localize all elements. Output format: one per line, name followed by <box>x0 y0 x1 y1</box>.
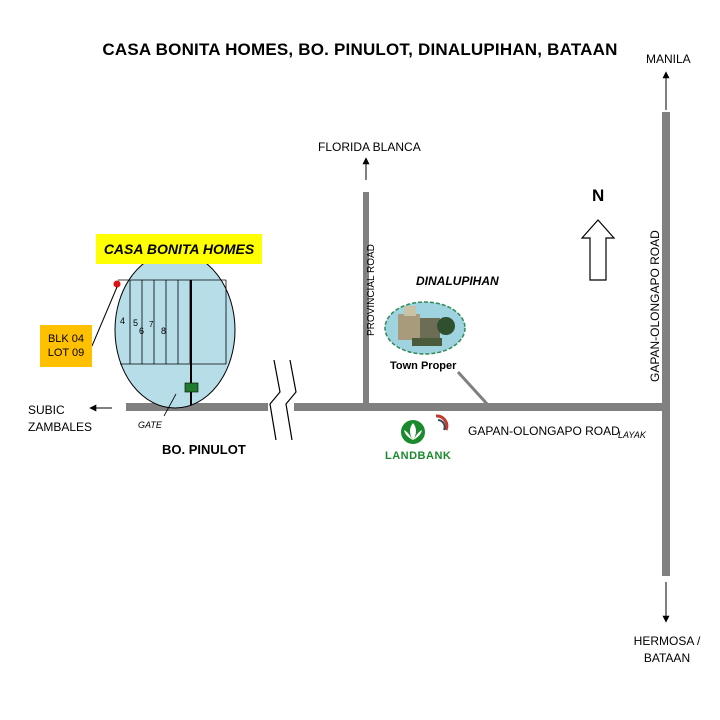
landbank-logo-icon <box>401 420 425 444</box>
lot-pin-icon <box>113 280 121 288</box>
gapan-olongapo-road-vertical <box>662 112 670 576</box>
landbank-label: LANDBANK <box>385 450 452 462</box>
subdivision-name-label: CASA BONITA HOMES <box>103 241 255 257</box>
lot-callout-line <box>91 286 118 347</box>
hermosa-label: HERMOSA / <box>633 634 701 648</box>
town-name-label: DINALUPIHAN <box>416 274 499 288</box>
gate-label: GATE <box>138 420 162 430</box>
subdivision-area <box>114 251 236 409</box>
barangay-label: BO. PINULOT <box>162 442 246 457</box>
block-label: BLK 04 <box>47 333 85 345</box>
lot-number-8: 8 <box>161 326 167 336</box>
lot-number-5b: 5 <box>133 318 139 328</box>
branch-road <box>456 370 490 407</box>
town-proper-label: Town Proper <box>390 360 457 372</box>
town-proper-photo-icon <box>384 301 466 355</box>
zambales-label: ZAMBALES <box>28 420 93 434</box>
north-arrow-icon <box>580 219 616 281</box>
florida-blanca-label: FLORIDA BLANCA <box>318 140 421 154</box>
gapan-olongapo-road-horizontal-label: GAPAN-OLONGAPO ROAD <box>468 424 620 438</box>
gapan-olongapo-road-horizontal <box>126 403 670 411</box>
lot-info-box: BLK 04 LOT 09 <box>40 325 92 367</box>
provincial-road-line <box>363 192 369 406</box>
road-break-symbol <box>268 359 297 441</box>
map-title: CASA BONITA HOMES, BO. PINULOT, DINALUPI… <box>102 40 618 59</box>
manila-label: MANILA <box>646 52 691 66</box>
lot-number-7: 7 <box>149 320 154 329</box>
north-label: N <box>592 186 605 205</box>
subdivision-name-box: CASA BONITA HOMES <box>96 234 262 264</box>
layak-label: LAYAK <box>618 430 646 440</box>
provincial-road-label: PROVINCIAL ROAD <box>366 244 377 336</box>
bataan-label: BATAAN <box>643 651 691 665</box>
lot-label: LOT 09 <box>47 347 85 359</box>
gate-marker <box>184 382 199 393</box>
gate-pointer <box>163 393 177 417</box>
subic-label: SUBIC <box>28 403 65 417</box>
gapan-olongapo-road-vertical-label: GAPAN-OLONGAPO ROAD <box>648 230 662 382</box>
lot-number-4: 4 <box>120 316 126 326</box>
partial-logo-icon <box>435 414 449 431</box>
lot-number-6: 6 <box>139 326 145 336</box>
